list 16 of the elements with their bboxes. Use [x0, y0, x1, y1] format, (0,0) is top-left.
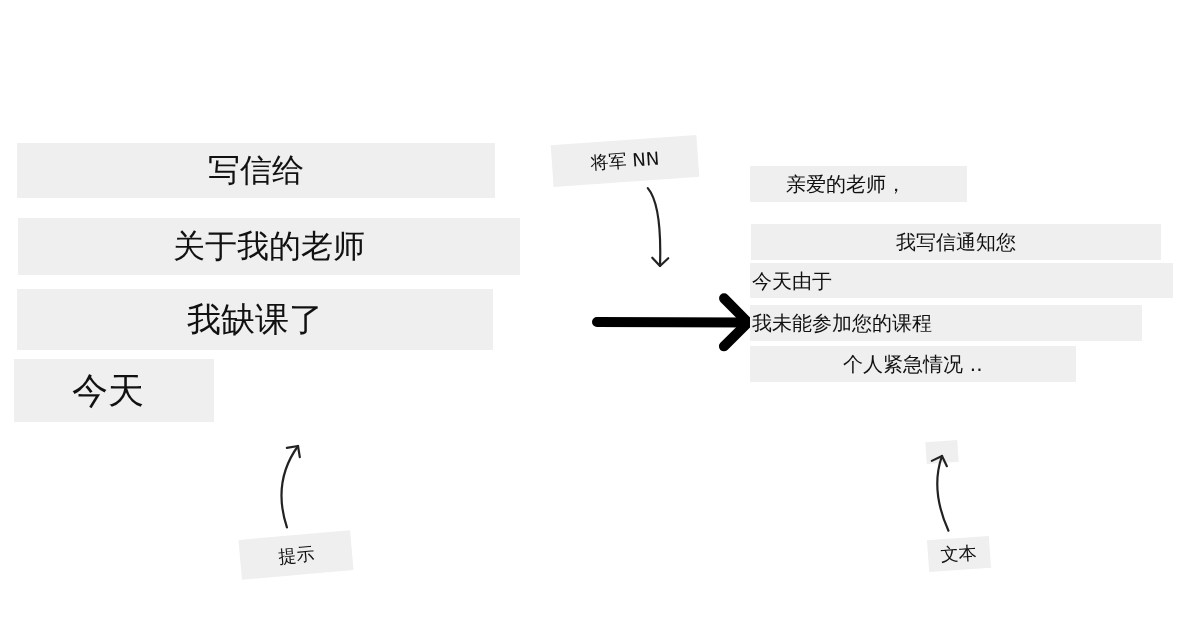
output-text: 亲爱的老师， [786, 173, 906, 195]
tag-text: 将军 NN [590, 148, 660, 174]
tag-text: 文本 [940, 542, 978, 566]
output-text: 今天由于 [752, 269, 832, 292]
output-text: 我写信通知您 [896, 231, 1016, 253]
output-text: 个人紧急情况 .. [843, 353, 983, 375]
prompt-text: 我缺课了 [187, 300, 323, 339]
paper-strip [750, 305, 1142, 341]
arrow [646, 187, 670, 268]
prompt-text: 今天 [72, 370, 144, 411]
arrow [280, 444, 302, 529]
prompt-text: 关于我的老师 [173, 228, 365, 265]
output-text: 我未能参加您的课程 [752, 312, 932, 334]
prompt-text: 写信给 [208, 152, 304, 189]
arrow [930, 454, 950, 532]
tag-text: 提示 [277, 543, 315, 567]
